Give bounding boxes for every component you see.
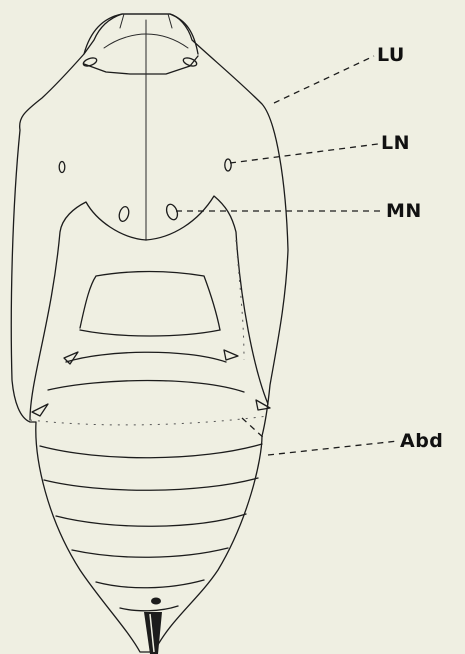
abd-spiracle-l2 [32,404,48,416]
label-mn: MN [386,202,422,221]
leader-abd-tick [242,418,266,440]
abdominal-plate-1 [80,272,220,331]
spiracle-left [59,162,65,173]
spot-mn-left [118,206,131,223]
leader-ln [230,144,378,163]
segment-6 [120,606,178,611]
eye-right [182,56,198,67]
leader-lu [274,56,374,103]
label-abd: Abd [400,432,443,451]
label-lu: LU [377,46,405,65]
spot-mn [165,203,180,221]
thorax-boundary-left [30,202,146,420]
leader-abd [268,441,398,455]
head-lower [84,56,198,74]
segment-2 [44,478,258,490]
label-ln: LN [381,134,410,153]
wing-tip-dotted [30,416,268,425]
segment-5 [96,580,204,588]
body-outline [11,14,288,652]
eye-left [82,56,98,67]
abdominal-line-1 [80,330,220,336]
anal-spot [151,598,161,605]
abdominal-line-2 [66,352,226,362]
spiracle-ln [225,159,231,171]
abd-spiracle-r1 [224,350,238,360]
thorax-boundary-right [146,196,268,404]
abdominal-line-3 [48,381,244,393]
segment-1 [40,444,262,458]
segment-4 [72,548,228,557]
segment-3 [56,514,246,526]
